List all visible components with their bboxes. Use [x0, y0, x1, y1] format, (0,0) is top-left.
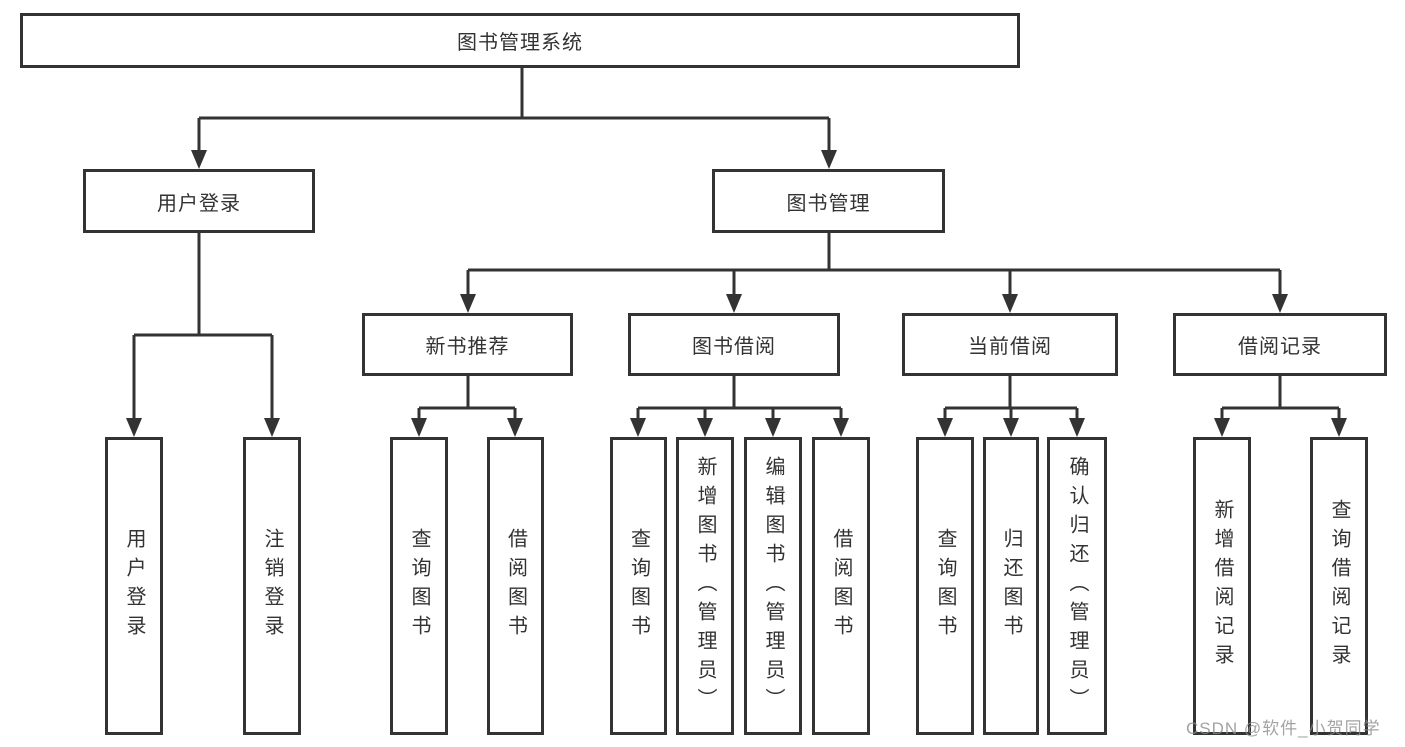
leaf-borrow-book: 借阅图书	[812, 437, 870, 735]
node-label: 新书推荐	[425, 336, 510, 358]
leaf-logout-login: 注销登录	[243, 437, 301, 735]
leaf-add-borrow-record: 新增借阅记录	[1193, 437, 1251, 735]
node-label: 确认归还（管理员）	[1066, 455, 1088, 717]
leaf-add-book-admin: 新增图书（管理员）	[676, 437, 734, 735]
node-label: 查询图书	[934, 528, 956, 644]
node-label: 查询借阅记录	[1328, 499, 1350, 673]
node-label: 借阅图书	[504, 528, 527, 644]
node-label: 注销登录	[261, 528, 283, 644]
node-label: 查询图书	[627, 528, 650, 644]
csdn-watermark: CSDN @软件_小贺同学	[1186, 719, 1381, 738]
leaf-query-book-current: 查询图书	[916, 437, 974, 735]
leaf-query-borrow-record: 查询借阅记录	[1310, 437, 1368, 735]
node-label: 新增借阅记录	[1211, 499, 1233, 673]
node-new-book-recommend: 新书推荐	[362, 313, 573, 376]
node-label: 编辑图书（管理员）	[762, 455, 784, 717]
node-label: 用户登录	[123, 528, 145, 644]
node-label: 图书借阅	[692, 336, 776, 358]
node-borrow-record: 借阅记录	[1173, 313, 1387, 376]
node-root-system: 图书管理系统	[20, 13, 1020, 68]
node-label: 借阅记录	[1238, 336, 1322, 358]
leaf-query-book-borrow: 查询图书	[610, 437, 667, 735]
node-label: 用户登录	[157, 192, 241, 215]
node-label: 借阅图书	[830, 528, 852, 644]
leaf-query-book-recommend: 查询图书	[390, 437, 448, 735]
node-book-management: 图书管理	[712, 169, 945, 233]
leaf-user-login: 用户登录	[105, 437, 163, 735]
node-label: 图书管理	[786, 192, 871, 215]
node-label: 归还图书	[1000, 528, 1022, 644]
arrowheads	[126, 150, 1347, 437]
node-label: 当前借阅	[968, 336, 1052, 358]
leaf-edit-book-admin: 编辑图书（管理员）	[744, 437, 802, 735]
node-current-borrow: 当前借阅	[902, 313, 1118, 376]
node-book-borrow: 图书借阅	[628, 313, 840, 376]
leaf-return-book: 归还图书	[983, 437, 1039, 735]
leaf-borrow-book-recommend: 借阅图书	[487, 437, 544, 735]
node-label: 查询图书	[408, 528, 430, 644]
leaf-confirm-return-admin: 确认归还（管理员）	[1047, 437, 1107, 735]
node-user-login: 用户登录	[83, 169, 315, 233]
node-label: 图书管理系统	[457, 32, 583, 54]
node-label: 新增图书（管理员）	[694, 455, 716, 717]
